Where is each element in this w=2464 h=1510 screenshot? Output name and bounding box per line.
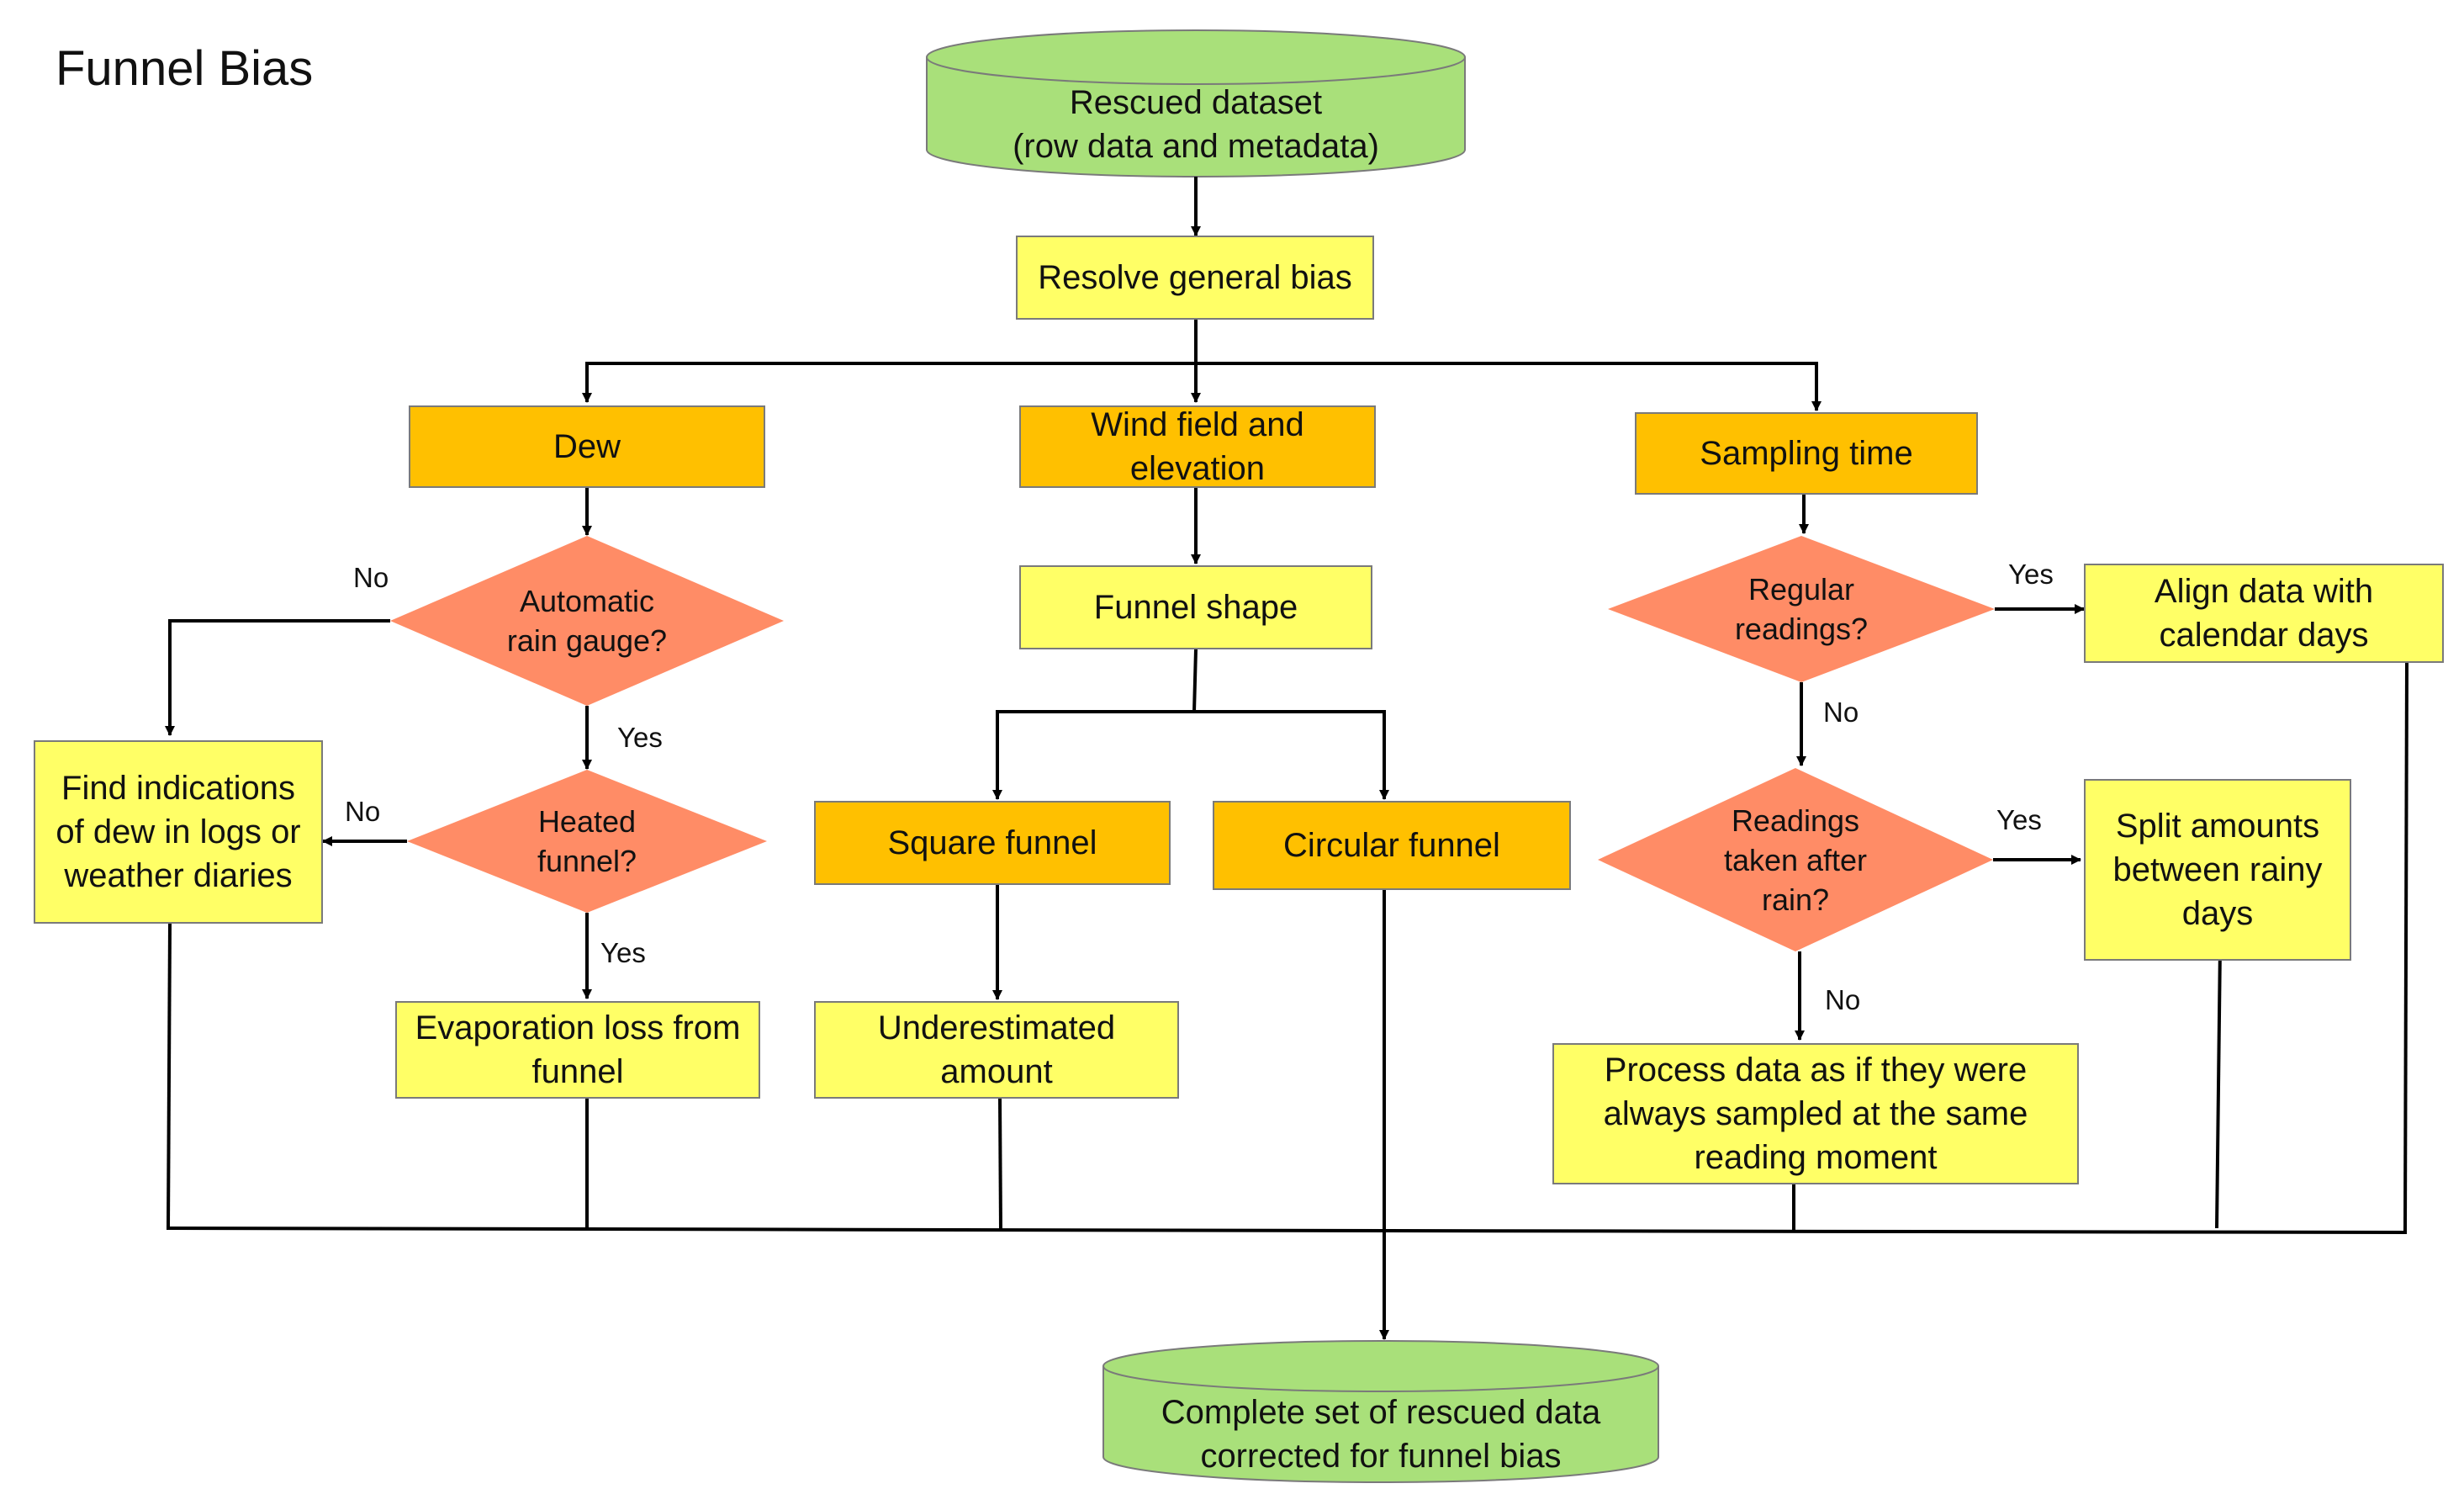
connector-shape-branch	[1192, 649, 1198, 713]
connector-find-dew-down	[167, 923, 172, 1229]
find-dew-indications-box: Find indications of dew in logs or weath…	[34, 740, 323, 924]
end-cylinder	[1102, 1340, 1659, 1483]
connector-shape-square	[992, 710, 1194, 800]
dew-label: Dew	[553, 428, 621, 465]
circular-funnel-box: Circular funnel	[1213, 801, 1571, 890]
automatic-rain-gauge-label: Automatic rain gauge?	[506, 584, 668, 658]
automatic-rain-gauge-diamond	[390, 536, 784, 706]
start-label: Rescued dataset (row data and metadata)	[1013, 84, 1379, 165]
process-same-moment-label: Process data as if they were always samp…	[1603, 1052, 2028, 1176]
readings-after-rain-diamond	[1598, 768, 1993, 951]
evaporation-loss-label: Evaporation loss from funnel	[415, 1009, 741, 1090]
heated-no-label: No	[345, 796, 381, 827]
underestimated-amount-box: Underestimated amount	[814, 1001, 1179, 1099]
diagram-title: Funnel Bias	[56, 41, 314, 96]
resolve-general-bias-label: Resolve general bias	[1038, 259, 1352, 296]
connector-branch-sampling	[1196, 362, 1822, 411]
wind-field-elevation-label: Wind field and elevation	[1091, 406, 1304, 487]
sampling-time-box: Sampling time	[1635, 412, 1978, 495]
regular-yes-label: Yes	[2008, 559, 2054, 590]
connector-auto-no	[165, 619, 390, 736]
wind-field-elevation-box: Wind field and elevation	[1019, 405, 1376, 488]
connector-align-down	[2403, 662, 2408, 1232]
align-calendar-days-label: Align data with calendar days	[2154, 573, 2374, 654]
start-cylinder	[926, 29, 1466, 177]
readings-after-rain-label: Readings taken after rain?	[1723, 803, 1868, 917]
end-cylinder-top	[1102, 1340, 1659, 1392]
start-cylinder-top	[926, 29, 1466, 85]
heated-funnel-diamond	[407, 770, 767, 913]
square-funnel-label: Square funnel	[887, 824, 1097, 861]
underestimated-amount-label: Underestimated amount	[877, 1009, 1116, 1090]
dew-box: Dew	[409, 405, 765, 488]
regular-readings-label: Regular readings?	[1734, 572, 1869, 646]
auto-no-label: No	[353, 562, 389, 593]
end-cylinder-body	[1102, 1366, 1659, 1483]
align-calendar-days-box: Align data with calendar days	[2084, 564, 2444, 663]
connector-split-down	[2215, 945, 2222, 1229]
connector-branch-dew	[582, 362, 1196, 403]
regular-no-label: No	[1823, 697, 1859, 728]
auto-yes-label: Yes	[617, 722, 663, 753]
heated-funnel-label: Heated funnel?	[537, 804, 637, 878]
process-same-moment-box: Process data as if they were always samp…	[1552, 1043, 2079, 1184]
end-label: Complete set of rescued data corrected f…	[1161, 1394, 1601, 1475]
circular-funnel-label: Circular funnel	[1283, 827, 1500, 864]
heated-yes-label: Yes	[600, 937, 646, 968]
split-amounts-label: Split amounts between rainy days	[2112, 808, 2323, 932]
connector-shape-circular	[1194, 710, 1389, 800]
after-no-label: No	[1825, 984, 1861, 1015]
resolve-general-bias-box: Resolve general bias	[1016, 236, 1374, 320]
connectors	[165, 177, 2408, 1340]
sampling-time-label: Sampling time	[1700, 435, 1913, 472]
funnel-shape-label: Funnel shape	[1093, 589, 1298, 626]
connector-collector	[166, 1227, 2408, 1234]
after-yes-label: Yes	[1996, 804, 2042, 835]
split-amounts-box: Split amounts between rainy days	[2084, 779, 2351, 961]
square-funnel-box: Square funnel	[814, 801, 1171, 885]
regular-readings-diamond	[1608, 536, 1995, 682]
evaporation-loss-box: Evaporation loss from funnel	[395, 1001, 760, 1099]
connector-under-down	[998, 1098, 1002, 1231]
funnel-shape-box: Funnel shape	[1019, 565, 1372, 649]
find-dew-indications-label: Find indications of dew in logs or weath…	[56, 770, 301, 894]
